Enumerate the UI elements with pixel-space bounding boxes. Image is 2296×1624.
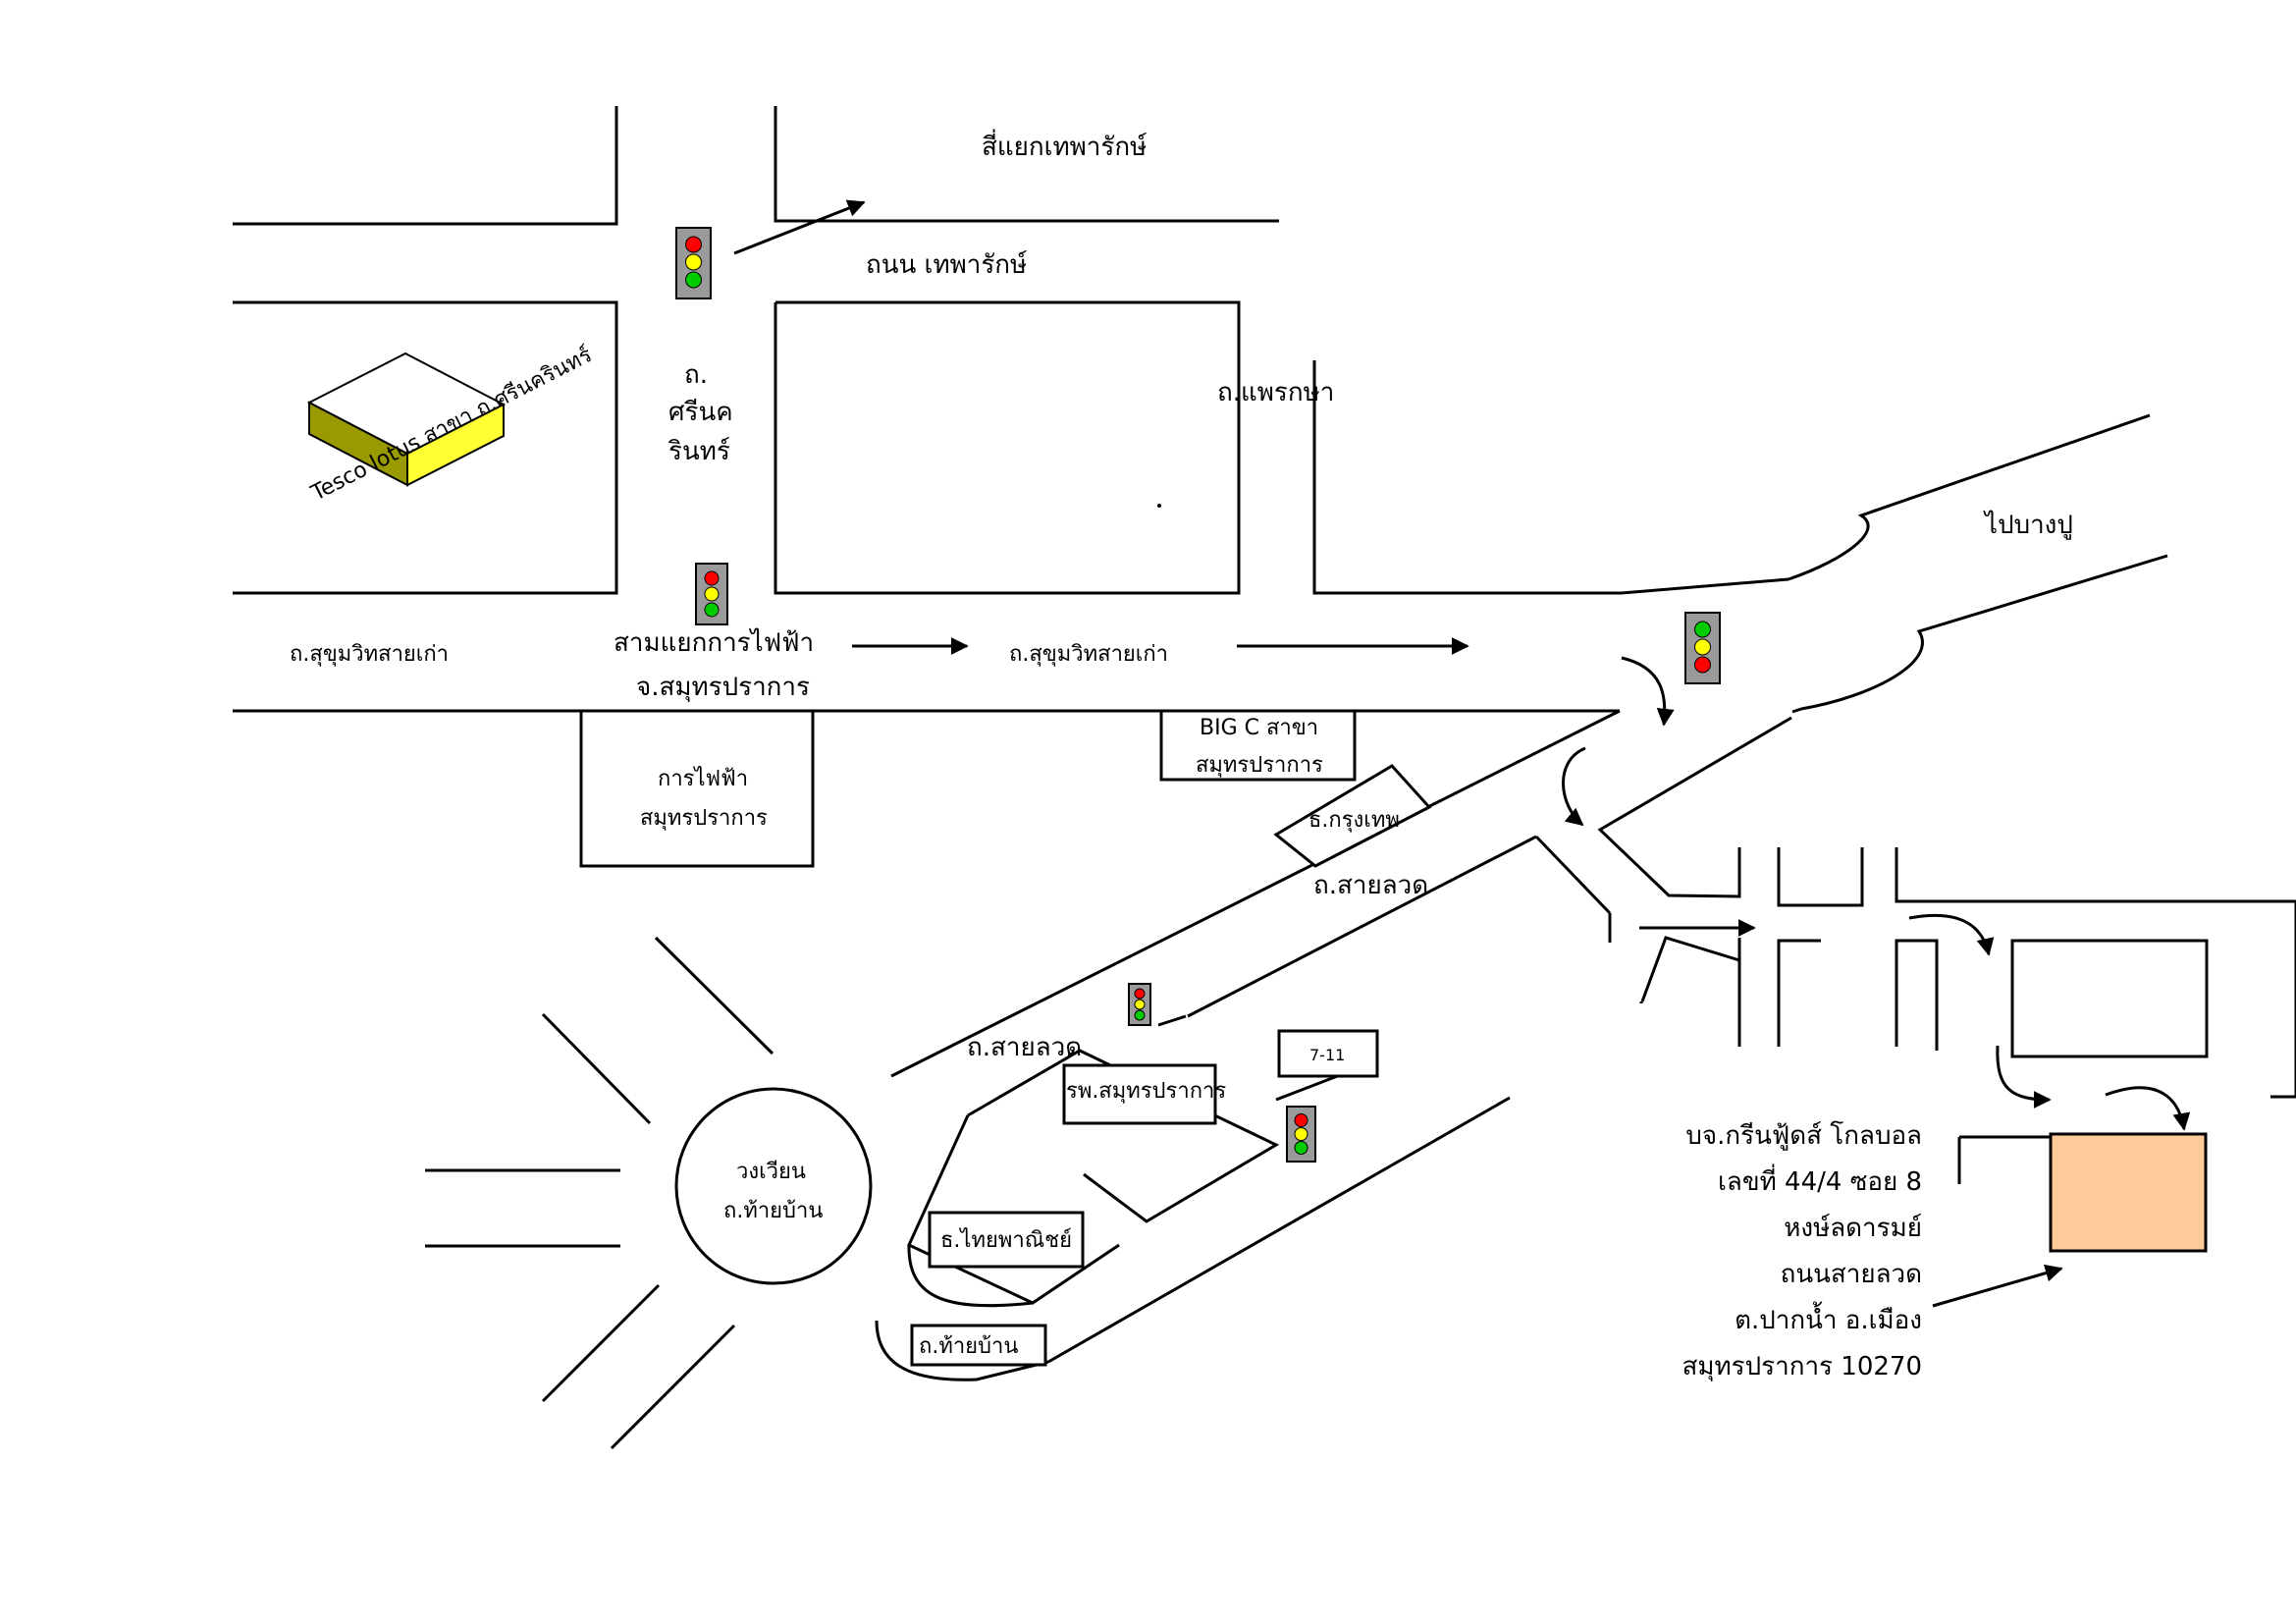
label-sukhumvit-old-mid: ถ.สุขุมวิทสายเก่า: [1009, 642, 1168, 667]
traffic-light-icon: [1286, 1106, 1316, 1163]
label-srinakarin-2: ศรีนค: [668, 398, 733, 427]
destination-address: บจ.กรีนฟู้ดส์ โกลบอล เลขที่ 44/4 ซอย 8 ห…: [1682, 1120, 1922, 1381]
label-roundabout-2: ถ.ท้ายบ้าน: [723, 1199, 823, 1223]
traffic-light-icon: [1684, 612, 1721, 684]
destination-neighbor-box: [2010, 939, 2209, 1058]
label-roundabout-1: วงเวียน: [736, 1160, 806, 1184]
address-line: ต.ปากน้ำ อ.เมือง: [1735, 1301, 1922, 1335]
building-3d-icon: [306, 352, 507, 487]
hospital-box: [1062, 1063, 1217, 1125]
address-line: สมุทรปราการ 10270: [1682, 1352, 1922, 1381]
label-bangkok-bank: ธ.กรุงเทพ: [1308, 808, 1400, 833]
label-four-way-theparak: สี่แยกเทพารักษ์: [982, 129, 1148, 162]
label-to-bangpu: ไปบางปู: [1983, 510, 2073, 540]
stray-dot: [1157, 504, 1161, 508]
seven-eleven-box: [1277, 1029, 1379, 1078]
label-sailuat-road-1: ถ.สายลวด: [1313, 871, 1428, 900]
thaiban-road-box: [910, 1324, 1047, 1367]
label-srinakarin-1: ถ.: [684, 360, 708, 390]
label-pea-office-2: สมุทรปราการ: [640, 806, 768, 831]
roundabout-spokes: [425, 936, 774, 1450]
pea-office-box: [579, 709, 815, 868]
label-junction-pea-1: สามแยกการไฟฟ้า: [614, 627, 814, 658]
label-hospital: รพ.สมุทรปราการ: [1066, 1079, 1226, 1104]
bigc-box: [1159, 709, 1357, 782]
road-lines-bangpu: [1788, 413, 2168, 714]
label-theparak-road: ถนน เทพารักษ์: [866, 250, 1028, 280]
road-lines-north: [233, 106, 1789, 595]
bangkok-bank-box: [1273, 764, 1432, 868]
road-lines-sukhumvit: [233, 709, 2296, 1099]
label-junction-pea-2: จ.สมุทรปราการ: [636, 673, 810, 702]
destination-area-roads: [1957, 1135, 2054, 1184]
roundabout-circle: [674, 1087, 873, 1285]
label-bigc-2: สมุทรปราการ: [1196, 753, 1323, 778]
label-sailuat-road-2: ถ.สายลวด: [967, 1033, 1082, 1062]
label-thaiban-road: ถ.ท้ายบ้าน: [919, 1334, 1018, 1359]
label-pea-office-1: การไฟฟ้า: [658, 766, 748, 791]
label-scb-bank: ธ.ไทยพาณิชย์: [940, 1227, 1072, 1253]
label-seven-eleven: 7-11: [1309, 1046, 1345, 1064]
label-praeksa-road: ถ.แพรกษา: [1217, 378, 1334, 407]
address-line: หงษ์ลดารมย์: [1784, 1214, 1922, 1243]
traffic-light-icon: [675, 227, 712, 299]
label-srinakarin-3: รินทร์: [667, 437, 730, 466]
traffic-light-icon: [695, 563, 728, 625]
traffic-light-icon: [1128, 983, 1151, 1026]
address-line: ถนนสายลวด: [1781, 1260, 1922, 1289]
label-sukhumvit-old-left: ถ.สุขุมวิทสายเก่า: [290, 642, 449, 667]
label-bigc-1: BIG C สาขา: [1200, 716, 1318, 740]
road-lines-sailuat: [875, 1014, 1511, 1381]
arrow-icon: [733, 199, 2191, 1308]
address-line: เลขที่ 44/4 ซอย 8: [1718, 1164, 1922, 1197]
scb-bank-box: [928, 1211, 1085, 1269]
destination-building: [2049, 1132, 2208, 1253]
address-line: บจ.กรีนฟู้ดส์ โกลบอล: [1685, 1120, 1922, 1151]
